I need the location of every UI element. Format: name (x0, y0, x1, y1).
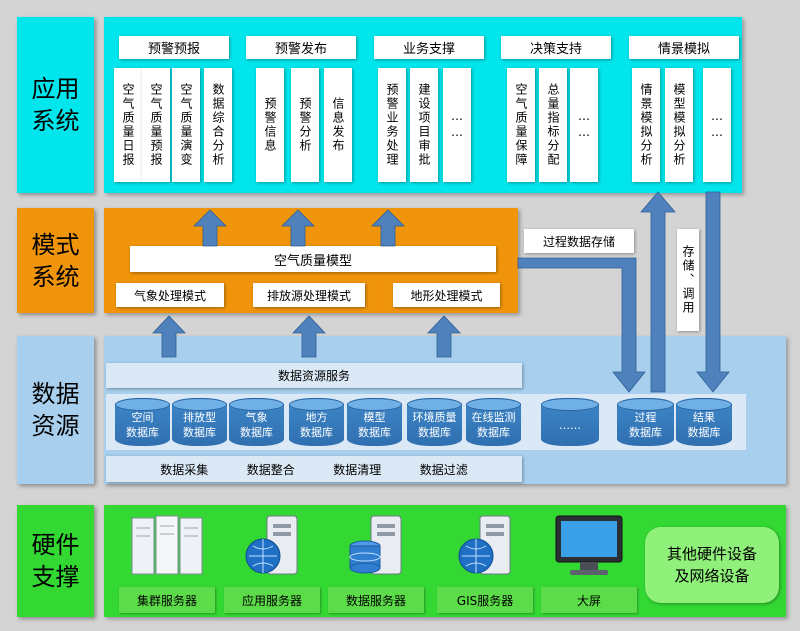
database-cylinder: 在线监测 数据库 (466, 398, 521, 446)
app-function-box: 建设项目审批 (410, 68, 438, 182)
app-function-box: 预警分析 (291, 68, 319, 182)
layer-label-mode: 模式 系统 (17, 208, 94, 313)
monitor-icon (550, 512, 628, 580)
data-op-filter: 数据过滤 (419, 462, 468, 477)
database-cylinder: 环境质量 数据库 (407, 398, 462, 446)
app-function-label: 空气质量保障 (514, 83, 528, 167)
app-function-box: 空气质量预报 (142, 68, 170, 182)
app-function-box: 预警业务处理 (378, 68, 406, 182)
database-more: …… (541, 398, 599, 446)
hw-item-label: 大屏 (541, 587, 637, 613)
app-function-box: 空气质量演变 (172, 68, 200, 182)
layer-label-hw: 硬件 支撑 (17, 505, 94, 617)
app-function-label: 信息发布 (331, 97, 345, 153)
database-cylinder: 模型 数据库 (347, 398, 402, 446)
hw-item-label: 集群服务器 (119, 587, 215, 613)
database-cylinder: 排放型 数据库 (172, 398, 227, 446)
result-database-cylinder: 结果 数据库 (676, 398, 732, 446)
app-function-label: 空气质量演变 (179, 83, 193, 167)
data-op-collect: 数据采集 (160, 462, 209, 477)
app-function-box: …… (570, 68, 598, 182)
air-quality-model-box: 空气质量模型 (130, 246, 496, 272)
app-function-box: 数据综合分析 (204, 68, 232, 182)
app-function-box: 空气质量日报 (114, 68, 142, 182)
app-group-title: 预警发布 (246, 36, 356, 59)
app-function-label: 情景模拟分析 (639, 83, 653, 167)
hw-item-label: 应用服务器 (224, 587, 320, 613)
store-call-label: 存储、调用 (677, 229, 699, 331)
app-function-label: 数据综合分析 (211, 83, 225, 167)
cluster-server-icon (128, 512, 206, 580)
data-service-box: 数据资源服务 (106, 363, 522, 388)
app-function-box: 信息发布 (324, 68, 352, 182)
data-server-icon (337, 512, 415, 580)
app-function-box: …… (703, 68, 731, 182)
app-function-label: 建设项目审批 (417, 83, 431, 167)
mode-sub-emission: 排放源处理模式 (253, 283, 365, 307)
app-function-box: 预警信息 (256, 68, 284, 182)
data-ops-bar: 数据采集 数据整合 数据清理 数据过滤 (106, 456, 522, 482)
app-function-label: 空气质量预报 (149, 83, 163, 167)
app-function-box: 空气质量保障 (507, 68, 535, 182)
app-function-label: …… (710, 109, 724, 141)
data-op-integrate: 数据整合 (246, 462, 295, 477)
other-hw-box: 其他硬件设备 及网络设备 (645, 527, 779, 603)
app-function-label: 模型模拟分析 (672, 83, 686, 167)
app-function-box: 情景模拟分析 (632, 68, 660, 182)
app-function-label: …… (450, 109, 464, 141)
gis-server-icon (446, 512, 524, 580)
app-function-label: 空气质量日报 (121, 83, 135, 167)
app-group-title: 预警预报 (119, 36, 229, 59)
layer-label-data: 数据 资源 (17, 336, 94, 484)
database-cylinder: 空间 数据库 (115, 398, 170, 446)
process-data-store-label: 过程数据存储 (524, 229, 634, 253)
store-call-text: 存储、调用 (681, 245, 695, 315)
app-function-label: 预警分析 (298, 97, 312, 153)
app-function-box: 总量指标分配 (539, 68, 567, 182)
app-group-title: 情景模拟 (629, 36, 739, 59)
application-server-icon (233, 512, 311, 580)
app-function-box: 模型模拟分析 (665, 68, 693, 182)
process-database-cylinder: 过程 数据库 (617, 398, 674, 446)
app-group-title: 决策支持 (501, 36, 611, 59)
hw-item-label: 数据服务器 (328, 587, 424, 613)
app-function-label: 预警信息 (263, 97, 277, 153)
layer-label-app: 应用 系统 (17, 17, 94, 193)
app-function-label: 总量指标分配 (546, 83, 560, 167)
app-function-box: …… (443, 68, 471, 182)
mode-sub-terrain: 地形处理模式 (393, 283, 500, 307)
database-cylinder: 气象 数据库 (229, 398, 284, 446)
mode-sub-meteorology: 气象处理模式 (116, 283, 224, 307)
app-group-title: 业务支撑 (374, 36, 484, 59)
data-op-clean: 数据清理 (333, 462, 382, 477)
app-function-label: 预警业务处理 (385, 83, 399, 167)
app-function-label: …… (577, 109, 591, 141)
hw-item-label: GIS服务器 (437, 587, 533, 613)
database-cylinder: 地方 数据库 (289, 398, 344, 446)
